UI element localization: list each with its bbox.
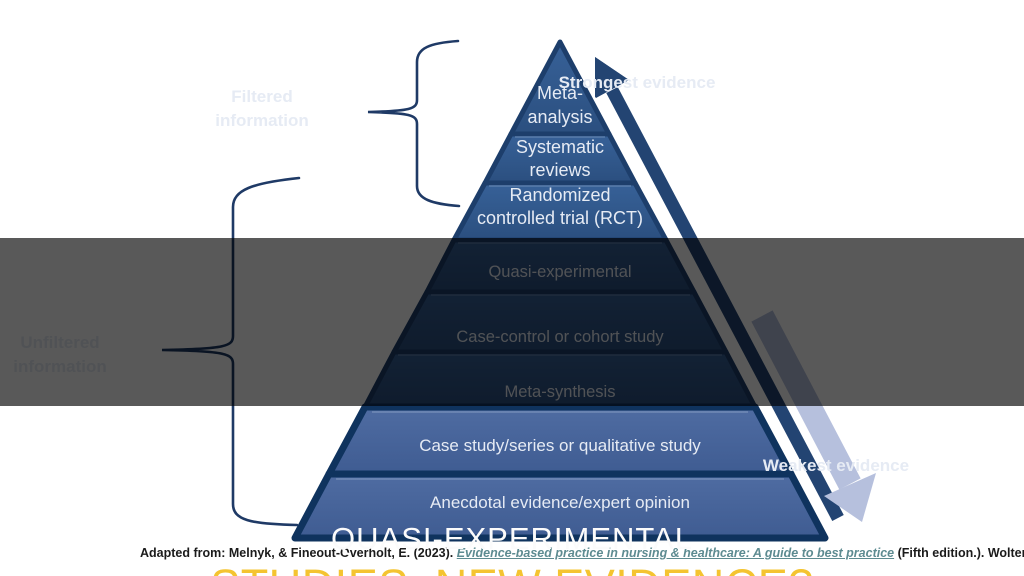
level-label: Meta-	[537, 83, 583, 103]
citation-suffix: (Fifth edition.). Wolters Kluwer.	[897, 546, 1024, 560]
level-label: controlled trial (RCT)	[477, 208, 643, 228]
citation-link[interactable]: Evidence-based practice in nursing & hea…	[456, 546, 895, 560]
level-label: Randomized	[509, 185, 610, 205]
filtered-information-brace	[367, 39, 461, 208]
citation: Adapted from: Melnyk, & Fineout-Overholt…	[140, 545, 1024, 561]
citation-prefix: Adapted from: Melnyk, & Fineout-Overholt…	[140, 546, 457, 560]
level-label: reviews	[529, 160, 590, 180]
filtered-information-label: information	[215, 111, 309, 130]
level-label: Anecdotal evidence/expert opinion	[430, 493, 690, 512]
level-label: analysis	[527, 107, 592, 127]
strongest-evidence-label: Strongest evidence	[559, 73, 716, 92]
pyramid-level-rct: Randomized controlled trial (RCT)	[451, 180, 669, 243]
filtered-information-label: Filtered	[231, 87, 292, 106]
level-label: Systematic	[516, 137, 604, 157]
level-label: Case study/series or qualitative study	[419, 436, 701, 455]
pyramid-level-systematic-reviews: Systematic reviews	[482, 131, 638, 186]
pyramid-level-case-study-qualitative: Case study/series or qualitative study	[325, 403, 795, 478]
banner-overlay	[0, 238, 1024, 406]
pyramid-level-anecdotal-expert: Anecdotal evidence/expert opinion	[291, 470, 829, 542]
weakest-evidence-label: Weakest evidence	[763, 456, 909, 475]
